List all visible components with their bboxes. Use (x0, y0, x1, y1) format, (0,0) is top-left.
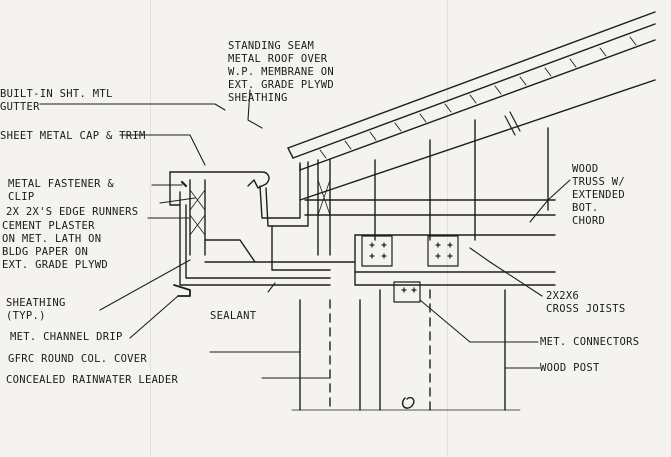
met-connectors-label: MET. CONNECTORS (540, 336, 640, 348)
gutter-assembly (169, 161, 309, 256)
rainwater-leader-label: CONCEALED RAINWATER LEADER (6, 374, 179, 386)
cross-joists-label: 2X2X6 CROSS JOISTS (546, 290, 626, 315)
column-and-posts (291, 289, 521, 411)
met-channel-drip-label: MET. CHANNEL DRIP (10, 331, 123, 343)
metal-fastener-label: METAL FASTENER & CLIP (8, 178, 114, 203)
wood-truss-label: WOOD TRUSS W/ EXTENDED BOT. CHORD (572, 163, 625, 227)
sheet-metal-cap-label: SHEET METAL CAP & TRIM (0, 130, 146, 142)
metal-connectors (361, 235, 459, 303)
paper-fold-line (150, 0, 151, 457)
soffit-framing (173, 204, 556, 297)
leader-lines (39, 89, 571, 379)
sheathing-typ-label: SHEATHING (TYP.) (6, 297, 66, 322)
wood-truss (304, 119, 556, 256)
built-in-gutter-label: BUILT-IN SHT. MTL GUTTER (0, 88, 113, 113)
sealant-label: SEALANT (210, 310, 257, 322)
standing-seam-roof-label: STANDING SEAM METAL ROOF OVER W.P. MEMBR… (228, 40, 334, 104)
cement-plaster-label: CEMENT PLASTER ON MET. LATH ON BLDG PAPE… (2, 220, 108, 271)
gfrc-column-cover-label: GFRC ROUND COL. COVER (8, 353, 148, 365)
paper-fold-line (447, 0, 448, 457)
roof-assembly (287, 11, 656, 211)
wood-post-label: WOOD POST (540, 362, 600, 374)
edge-runners-label: 2X 2X'S EDGE RUNNERS (6, 206, 139, 218)
